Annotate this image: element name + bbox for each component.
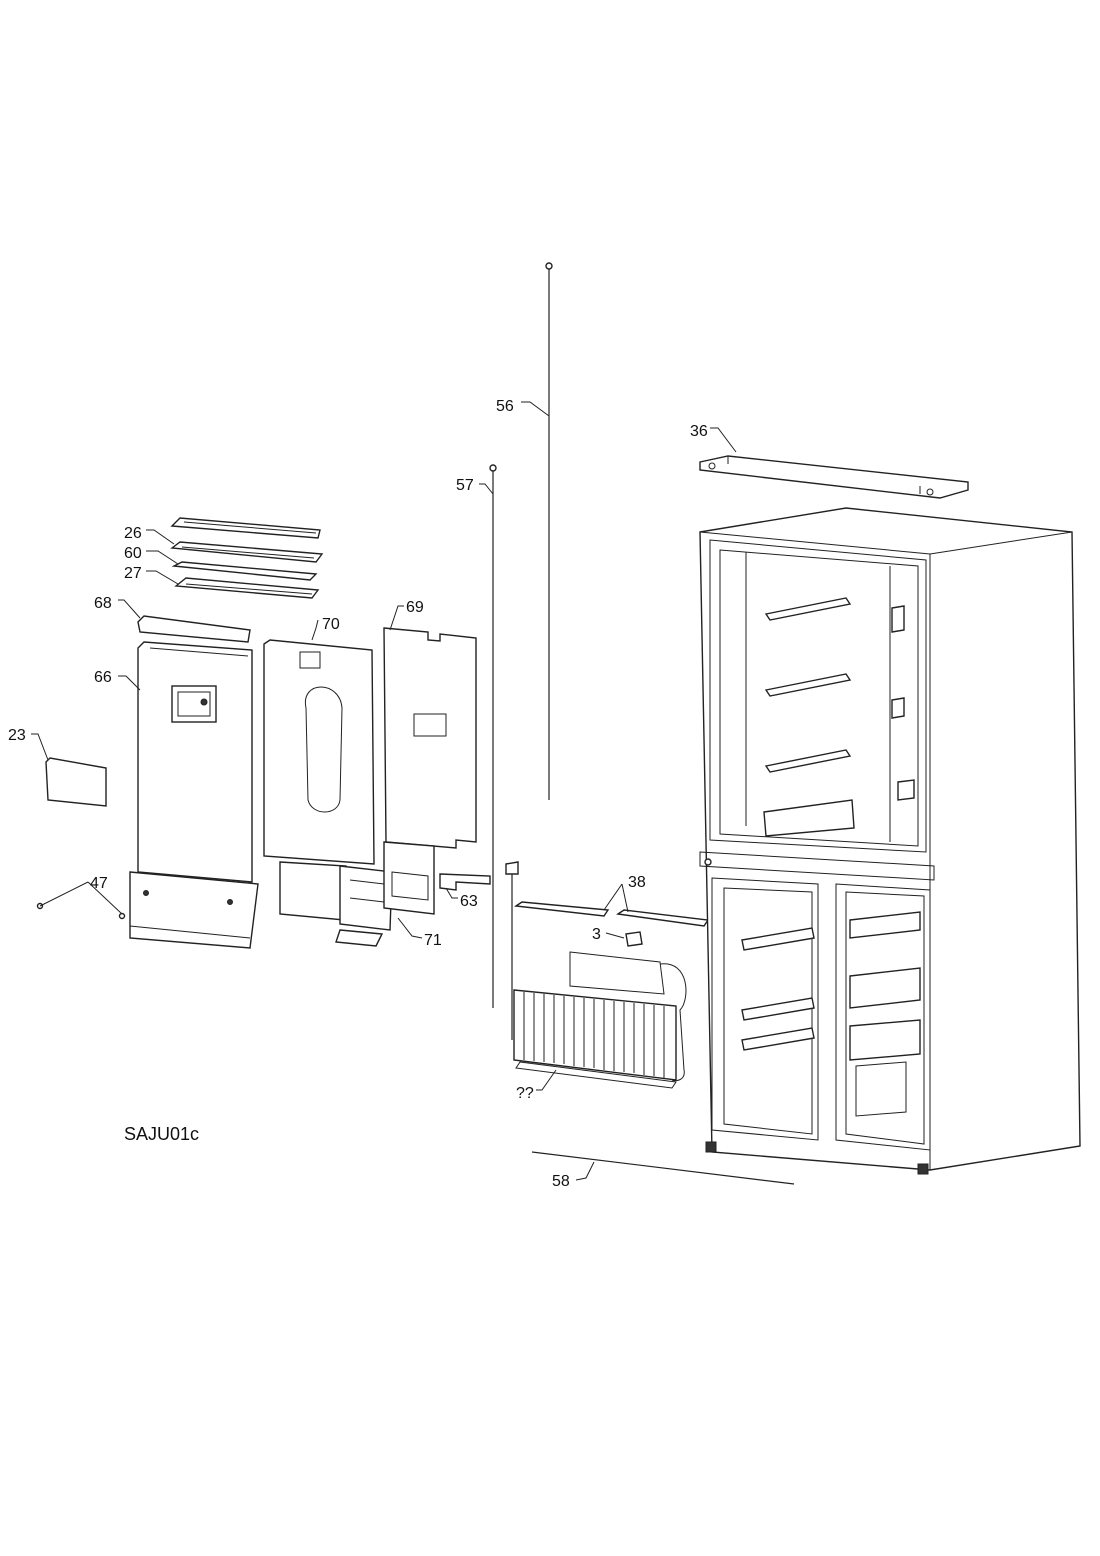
part-71-dispenser [335, 865, 393, 947]
callout-27: 27 [124, 565, 142, 582]
part-68-trim [137, 615, 251, 643]
callout-70: 70 [322, 616, 340, 633]
callout-68: 68 [94, 595, 112, 612]
callout-36: 36 [690, 423, 708, 440]
part-57-rod [489, 464, 497, 1008]
callout-47: 47 [90, 875, 108, 892]
part-56-rod [545, 262, 553, 800]
part-66-door-panel [137, 641, 253, 883]
callout-labels: 56 36 57 26 60 27 68 70 69 66 23 47 63 7… [8, 398, 708, 1190]
part-60-plate [171, 561, 318, 581]
part-69-panel [383, 627, 477, 915]
part-3-clip [625, 931, 643, 947]
callout-56: 56 [496, 398, 514, 415]
callout-23: 23 [8, 727, 26, 744]
callout-38: 38 [628, 874, 646, 891]
evaporator-fins [523, 992, 665, 1078]
part-26-tray [170, 517, 321, 539]
refrigerator-cabinet [699, 507, 1081, 1175]
part-36-top-plate [699, 455, 969, 499]
callout-3: 3 [592, 926, 601, 943]
callout-69: 69 [406, 599, 424, 616]
part-27-tray [174, 577, 320, 599]
part-63-bracket [439, 873, 491, 891]
part-26-frame [170, 541, 324, 563]
part-66-bottom-panel [129, 871, 259, 949]
callout-58: 58 [552, 1173, 570, 1190]
evaporator-assembly [505, 861, 687, 1089]
part-23-card [45, 757, 107, 807]
part-58-base-strip [531, 1151, 795, 1185]
leader-lines [31, 401, 737, 1181]
callout-26: 26 [124, 525, 142, 542]
part-38-strip-b [616, 909, 710, 927]
callout-71: 71 [424, 932, 442, 949]
part-38-strip-a [514, 901, 610, 917]
part-70-inner-liner [263, 639, 375, 921]
diagram-code: SAJU01c [124, 1124, 199, 1144]
callout-57: 57 [456, 477, 474, 494]
callout-unknown: ?? [516, 1085, 534, 1102]
part-47-screws [36, 902, 126, 920]
callout-66: 66 [94, 669, 112, 686]
callout-60: 60 [124, 545, 142, 562]
callout-63: 63 [460, 893, 478, 910]
